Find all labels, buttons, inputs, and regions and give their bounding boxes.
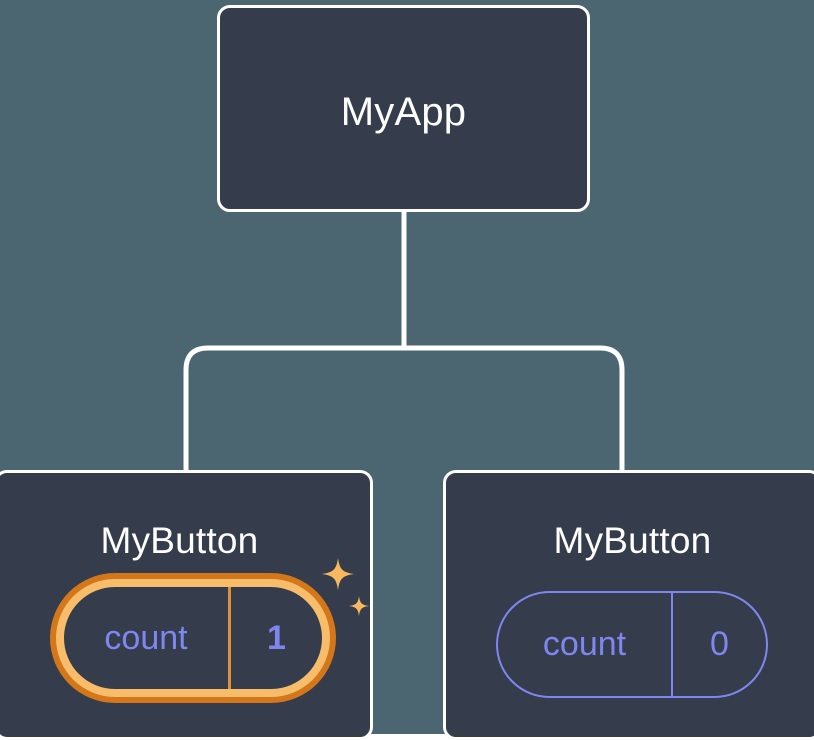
node-myapp-title: MyApp [340,90,467,134]
state-pill-inner-ring: count 1 [56,579,330,697]
node-mybutton-left-title: MyButton [100,520,259,561]
state-pill-key-right: count [498,593,673,696]
node-mybutton-right-title: MyButton [553,520,712,561]
connector-child-branches [183,345,625,470]
state-pill-key-left: count [64,587,231,689]
node-myapp[interactable]: MyApp [217,5,590,212]
state-pill-value-left: 1 [267,618,286,657]
state-pill-count-plain[interactable]: count 0 [496,591,768,698]
state-pill-count-highlighted[interactable]: count 1 [50,573,336,703]
node-mybutton-left[interactable]: MyButton count 1 [0,470,373,740]
node-mybutton-right[interactable]: MyButton count 0 [443,470,814,740]
state-pill-value-right: 0 [710,625,729,663]
state-pill-core: count 1 [64,587,322,689]
